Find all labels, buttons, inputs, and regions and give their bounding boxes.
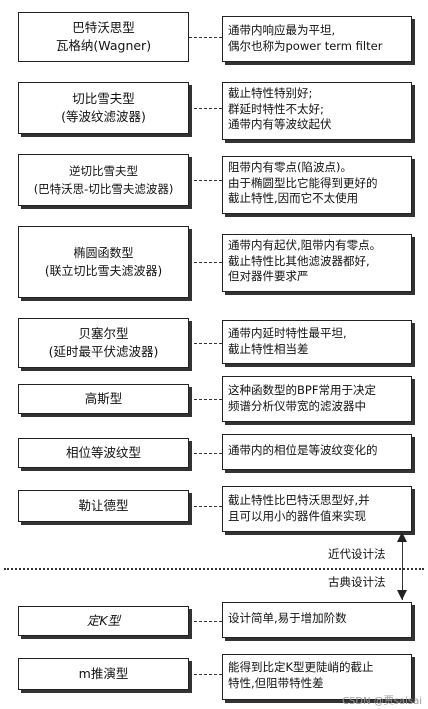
left-label-9: m推演型 <box>78 666 129 681</box>
left-box-1 <box>18 82 189 134</box>
right-desc-8: 设计简单,易于增加阶数 <box>228 611 347 625</box>
right-desc-0: 通带内响应最为平坦, 偶尔也称为power term filter <box>228 23 383 53</box>
right-box-7 <box>222 486 412 532</box>
right-box-3 <box>222 234 412 292</box>
left-box-4 <box>18 318 189 368</box>
left-label-8: 定K型 <box>86 613 121 628</box>
right-desc-6: 通带内的相位是等波纹变化的 <box>228 443 378 457</box>
connector-2 <box>189 180 222 181</box>
watermark: CSDN @贾saisai <box>342 696 422 707</box>
right-desc-9: 能得到比定K型更陡峭的截止 特性,但阻带特性差 <box>228 660 374 690</box>
left-box-8 <box>18 606 189 636</box>
right-desc-5: 这种函数型的BPF常用于决定 频谱分析仪带宽的滤波器中 <box>228 383 376 413</box>
right-box-6 <box>222 434 412 470</box>
left-label-2: 逆切比雪夫型 (巴特沃思-切比雪夫滤波器) <box>33 164 174 196</box>
connector-4 <box>189 343 222 344</box>
left-label-6: 相位等波纹型 <box>65 445 141 460</box>
left-label-4: 贝塞尔型 (延时最平伏滤波器) <box>48 326 159 359</box>
connector-8 <box>189 621 222 622</box>
modern-design-label: 近代设计法 <box>328 547 386 561</box>
left-box-9 <box>18 658 189 690</box>
right-desc-7: 截止特性比巴特沃思型好,并 且可以用小的器件值来实现 <box>228 493 370 523</box>
left-box-0 <box>18 12 189 62</box>
classic-design-label: 古典设计法 <box>328 575 386 589</box>
left-label-5: 高斯型 <box>84 391 123 406</box>
left-box-3 <box>18 226 189 298</box>
right-desc-3: 通带内有起伏,阻带内有零点。 截止特性比其他滤波器都好, 但对器件要求严 <box>228 238 382 283</box>
right-box-2 <box>222 156 412 214</box>
connector-5 <box>189 399 222 400</box>
right-desc-1: 截止特性特别好; 群延时特性不太好; 通带内有等波纹起伏 <box>228 86 332 131</box>
connector-0 <box>189 37 222 38</box>
left-box-7 <box>18 490 189 522</box>
left-box-6 <box>18 438 189 468</box>
down-arrow-icon <box>397 590 407 600</box>
right-box-9 <box>222 654 412 700</box>
connector-3 <box>189 262 222 263</box>
connector-7 <box>189 506 222 507</box>
connector-6 <box>189 453 222 454</box>
era-divider-line <box>4 568 424 570</box>
left-box-2 <box>18 154 189 206</box>
right-box-4 <box>222 320 412 364</box>
left-label-0: 巴特沃思型 瓦格纳(Wagner) <box>55 20 152 53</box>
right-desc-2: 阻带内有零点(陷波点)。 由于椭圆型比它能得到更好的 截止特性,因而它不太使用 <box>228 160 378 205</box>
right-box-8 <box>222 602 412 638</box>
connector-9 <box>189 674 222 675</box>
left-label-3: 椭圆函数型 (联立切比雪夫滤波器) <box>44 246 163 278</box>
left-label-7: 勒让德型 <box>78 498 129 513</box>
connector-1 <box>189 108 222 109</box>
left-box-5 <box>18 384 189 414</box>
up-arrow-icon <box>397 532 407 542</box>
left-label-1: 切比雪夫型 (等波纹滤波器) <box>61 91 146 124</box>
right-box-5 <box>222 376 412 422</box>
right-box-0 <box>222 16 412 62</box>
right-desc-4: 通带内延时特性最平坦, 截止特性相当差 <box>228 326 347 356</box>
right-box-1 <box>222 82 412 140</box>
divider-vertical-line <box>402 532 403 600</box>
